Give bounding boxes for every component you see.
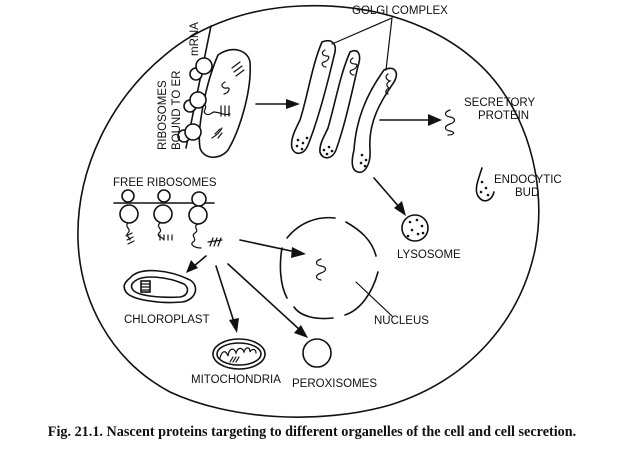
label-free-ribosomes: FREE RIBOSOMES: [113, 177, 217, 189]
arrow-to-peroxisomes: [227, 263, 308, 338]
cell-membrane: [77, 4, 540, 418]
free-ribosomes: [113, 189, 223, 249]
label-endocytic-2: BUD: [515, 187, 539, 199]
label-mitochondria: MITOCHONDRIA: [191, 374, 281, 386]
label-secretory-1: SECRETORY: [464, 97, 535, 109]
golgi-complex: [290, 17, 398, 174]
arrow-golgi-to-lysosome: [373, 177, 406, 216]
label-ribosomes-bound-2: BOUND TO ER: [171, 71, 183, 150]
arrow-to-chloroplast: [186, 255, 207, 273]
peroxisome: [302, 338, 332, 368]
nucleus: [279, 216, 393, 320]
label-ribosomes-bound-1: RIBOSOMES: [157, 80, 169, 150]
endoplasmic-reticulum: [198, 48, 251, 159]
arrow-to-mitochondria: [215, 265, 239, 333]
arrow-er-to-golgi: [255, 99, 300, 109]
endocytic-bud: [475, 167, 495, 202]
lysosome: [401, 214, 429, 242]
secretory-protein: [444, 109, 456, 136]
label-lysosome: LYSOSOME: [397, 249, 461, 261]
label-golgi-complex: GOLGI COMPLEX: [352, 5, 448, 17]
mitochondria: [212, 338, 266, 370]
arrow-golgi-to-secretory: [379, 114, 442, 126]
arrow-to-nucleus: [239, 239, 306, 258]
golgi-vesicle-dots: [295, 136, 368, 168]
label-mrna: mRNA: [189, 22, 201, 56]
label-secretory-2: PROTEIN: [478, 110, 529, 122]
label-nucleus: NUCLEUS: [374, 315, 429, 327]
label-chloroplast: CHLOROPLAST: [124, 314, 210, 326]
chloroplast: [123, 269, 197, 304]
label-peroxisomes: PEROXISOMES: [292, 378, 377, 390]
label-endocytic-1: ENDOCYTIC: [494, 174, 562, 186]
ribosomes-bound-to-er: [177, 57, 215, 143]
figure-caption: Fig. 21.1. Nascent proteins targeting to…: [47, 424, 577, 440]
